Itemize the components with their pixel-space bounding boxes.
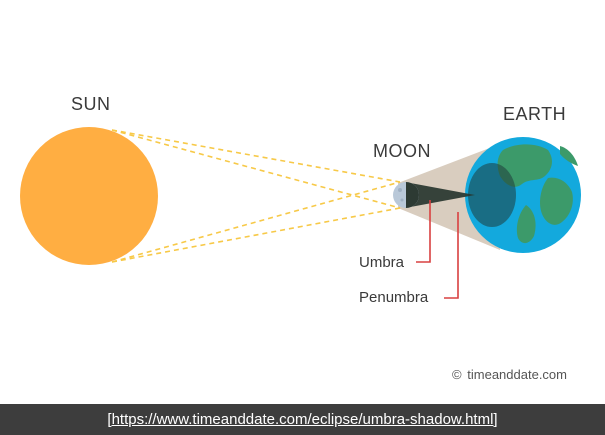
copyright-symbol: © [452,367,462,382]
sun-label: SUN [71,94,111,114]
penumbra-label: Penumbra [359,289,429,306]
earth-label: EARTH [503,104,567,124]
credit-text: timeanddate.com [467,367,567,382]
caption-bar: [https://www.timeanddate.com/eclipse/umb… [0,404,605,435]
caption-link[interactable]: [https://www.timeanddate.com/eclipse/umb… [107,411,498,428]
umbra-label: Umbra [359,254,405,271]
moon-label: MOON [373,141,431,161]
diagram-svg [20,127,581,299]
source-credit: © timeanddate.com [452,367,567,382]
sun [20,127,158,265]
umbra-pointer [416,200,431,263]
moon [393,182,419,208]
umbra-shadow [405,182,475,208]
penumbra-pointer [444,212,459,299]
sun-rays [111,129,401,263]
earth-shadow-spot [468,163,516,227]
eclipse-diagram: SUN MOON EARTH Umbra Penumbra © timeandd… [20,94,581,382]
